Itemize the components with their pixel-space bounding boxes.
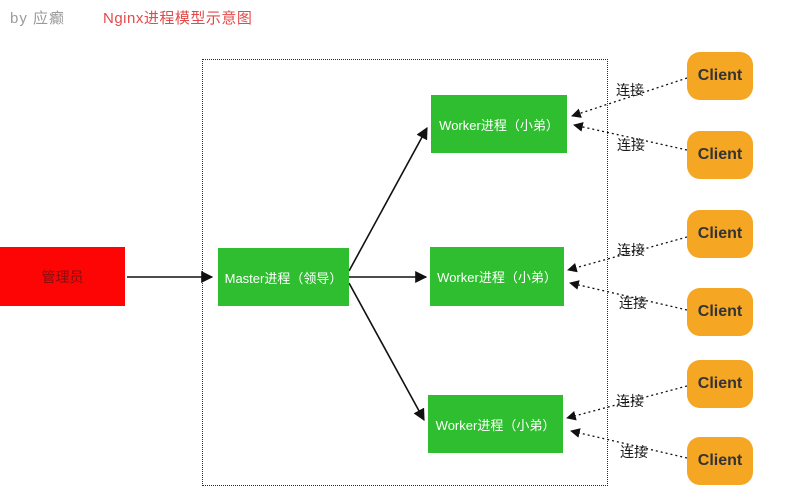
worker-process-node-2: Worker进程（小弟） bbox=[430, 247, 564, 306]
master-process-node: Master进程（领导） bbox=[218, 248, 349, 306]
connection-label-5: 连接 bbox=[616, 393, 644, 409]
connection-label-6: 连接 bbox=[620, 444, 648, 460]
client-node-2: Client bbox=[687, 131, 753, 179]
worker-process-node-1: Worker进程（小弟） bbox=[431, 95, 567, 153]
client-node-6: Client bbox=[687, 437, 753, 485]
admin-node: 管理员 bbox=[0, 247, 125, 306]
worker-process-node-3: Worker进程（小弟） bbox=[428, 395, 563, 453]
connection-label-3: 连接 bbox=[617, 242, 645, 258]
connection-label-2: 连接 bbox=[617, 137, 645, 153]
author-byline: by 应癫 bbox=[10, 10, 66, 27]
client-node-3: Client bbox=[687, 210, 753, 258]
client-node-4: Client bbox=[687, 288, 753, 336]
client-node-1: Client bbox=[687, 52, 753, 100]
connection-label-1: 连接 bbox=[616, 82, 644, 98]
connection-label-4: 连接 bbox=[619, 295, 647, 311]
client-node-5: Client bbox=[687, 360, 753, 408]
diagram-title: Nginx进程模型示意图 bbox=[103, 10, 253, 27]
